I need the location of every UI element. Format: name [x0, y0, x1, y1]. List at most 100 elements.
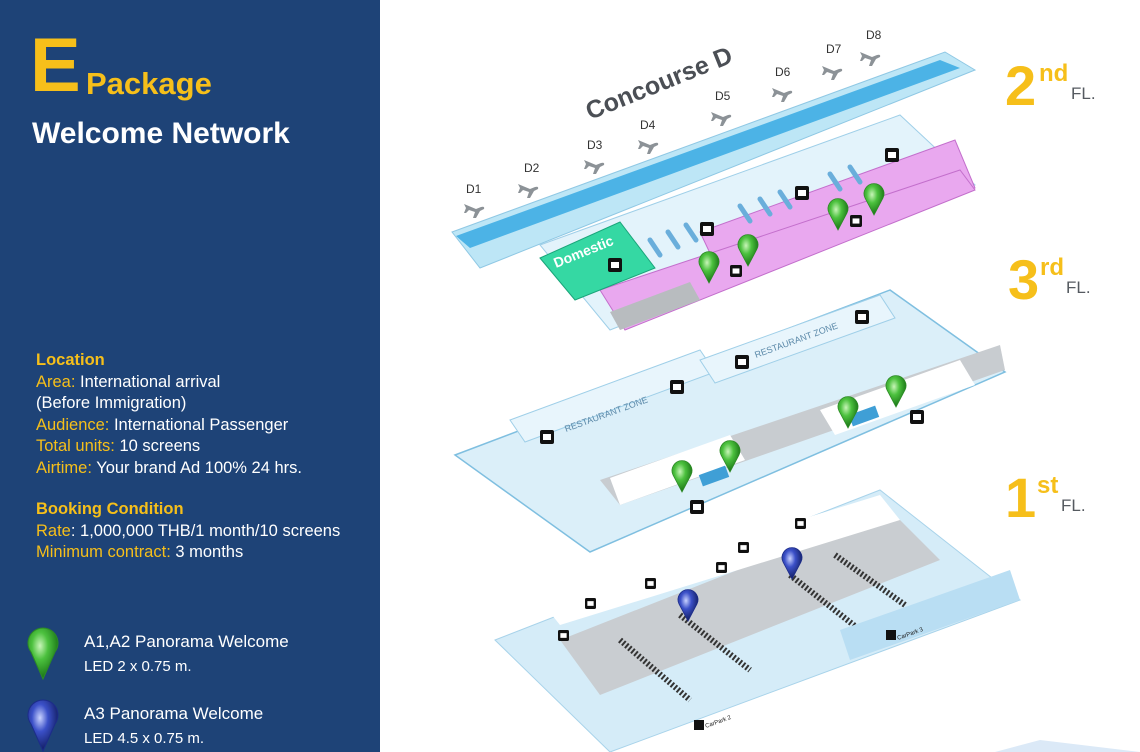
parking-icon [910, 410, 924, 424]
floor-2-number: 2 [1005, 54, 1037, 117]
audience-value: International Passenger [109, 415, 289, 434]
floor-3-number: 3 [1008, 248, 1040, 311]
floor-2-suffix: FL. [1071, 84, 1096, 103]
escalator-icon [730, 265, 742, 277]
seating-rows [647, 164, 863, 258]
area-note: (Before Immigration) [36, 394, 187, 412]
gate-label: D3 [587, 138, 603, 152]
min-contract-value: 3 months [170, 543, 244, 561]
booking-section: Booking Condition Rate: 1,000,000 THB/1 … [36, 499, 340, 564]
area-line: Area: International arrival [36, 372, 302, 394]
units-value: 10 screens [114, 437, 201, 455]
baggage-icon [885, 148, 899, 162]
floor-3-suffix: FL. [1066, 278, 1091, 297]
rate-label: Rate [36, 521, 71, 540]
sign-icon [738, 542, 749, 553]
sign-icon [795, 518, 806, 529]
plane-icon [518, 184, 539, 198]
floor-label-2nd: 2 nd FL. [1005, 58, 1115, 118]
gate-label: D1 [466, 182, 482, 196]
gate-d5: D5 [711, 89, 732, 126]
blue-pin-icon [27, 699, 59, 752]
airtime-label: Airtime: [36, 458, 92, 477]
gate-label: D4 [640, 118, 656, 132]
gate-d2: D2 [518, 161, 540, 198]
crosswalks [618, 552, 907, 703]
green-pin-icon [27, 627, 59, 680]
floor-1st-plan: CarPark 3 CarPark 2 [494, 489, 1022, 752]
parking-sign-3 [886, 630, 896, 640]
airtime-value: Your brand Ad 100% 24 hrs. [91, 458, 302, 477]
plane-icon [638, 140, 659, 154]
area-value: International arrival [75, 372, 221, 391]
sign-icon [716, 562, 727, 573]
legend-blue: A3 Panorama Welcome LED 4.5 x 0.75 m. [26, 698, 356, 752]
plane-icon [772, 88, 793, 102]
rate-value: : 1,000,000 THB/1 month/10 screens [70, 521, 341, 540]
legend-green-size: LED 2 x 0.75 m. [84, 658, 192, 675]
plane-icon [860, 52, 881, 66]
gate-d4: D4 [638, 118, 659, 154]
floor-label-1st: 1 st FL. [1005, 470, 1115, 530]
floor-2-ordinal: nd [1039, 60, 1069, 87]
parking-sign-2 [694, 720, 704, 730]
info-panel: E Package Welcome Network Location Area:… [0, 0, 380, 752]
audience-label: Audience: [36, 415, 110, 434]
package-subtitle: Welcome Network [32, 117, 290, 150]
location-heading: Location [36, 351, 105, 369]
package-letter: E [30, 23, 81, 108]
units-line: Total units: 10 screens [36, 436, 302, 458]
legend-green: A1,A2 Panorama Welcome LED 2 x 0.75 m. [26, 626, 356, 686]
floor-1-suffix: FL. [1061, 496, 1086, 515]
floor-label-3rd: 3 rd FL. [1008, 252, 1118, 312]
baggage-icon [608, 258, 622, 272]
legend-green-title: A1,A2 Panorama Welcome [84, 632, 289, 651]
area-label: Area: [36, 372, 76, 391]
carpark-2-label: CarPark 2 [705, 715, 733, 730]
sign-icon [585, 598, 596, 609]
booking-heading: Booking Condition [36, 500, 184, 518]
gate-d7: D7 [822, 42, 843, 80]
sign-icon [645, 578, 656, 589]
restaurant-icon [855, 310, 869, 324]
parking-icon [690, 500, 704, 514]
gate-d8: D8 [860, 28, 882, 66]
gate-d3: D3 [584, 138, 605, 174]
plane-icon [464, 204, 485, 218]
location-section: Location Area: International arrival (Be… [36, 350, 302, 479]
floor-3rd-plan: RESTAURANT ZONE RESTAURANT ZONE [453, 289, 1007, 553]
package-label: Package [86, 66, 212, 101]
escalator-icon [850, 215, 862, 227]
concourse-label: Concourse D [582, 41, 737, 125]
gate-label: D6 [775, 65, 791, 79]
gate-label: D7 [826, 42, 842, 56]
audience-line: Audience: International Passenger [36, 415, 302, 437]
rate-line: Rate: 1,000,000 THB/1 month/10 screens [36, 521, 340, 543]
restaurant-icon [670, 380, 684, 394]
airport-map: Domestic Concourse D D1 D2 D3 D4 D5 D6 D… [451, 28, 1140, 752]
gate-label: D2 [524, 161, 540, 175]
plane-icon [711, 112, 732, 126]
restaurant-icon [735, 355, 749, 369]
min-contract-label: Minimum contract: [36, 543, 171, 561]
min-contract-line: Minimum contract: 3 months [36, 542, 340, 564]
legend-blue-size: LED 4.5 x 0.75 m. [84, 730, 205, 747]
gate-label: D5 [715, 89, 731, 103]
corner-decoration [995, 740, 1140, 752]
gate-d6: D6 [772, 65, 793, 102]
baggage-icon [700, 222, 714, 236]
gate-label: D8 [866, 28, 882, 42]
restaurant-icon [540, 430, 554, 444]
floor-3-ordinal: rd [1040, 254, 1064, 281]
gate-d1: D1 [464, 182, 485, 218]
baggage-icon [795, 186, 809, 200]
floor-1-number: 1 [1005, 466, 1037, 529]
medical-icon [558, 630, 569, 641]
units-label: Total units: [36, 437, 115, 455]
plane-icon [584, 160, 605, 174]
floor-1-ordinal: st [1037, 472, 1059, 499]
airtime-line: Airtime: Your brand Ad 100% 24 hrs. [36, 458, 302, 480]
legend-blue-title: A3 Panorama Welcome [84, 704, 264, 723]
plane-icon [822, 66, 843, 80]
floor-2-3-plan: Domestic Concourse D D1 D2 D3 D4 D5 D6 D… [451, 28, 977, 331]
